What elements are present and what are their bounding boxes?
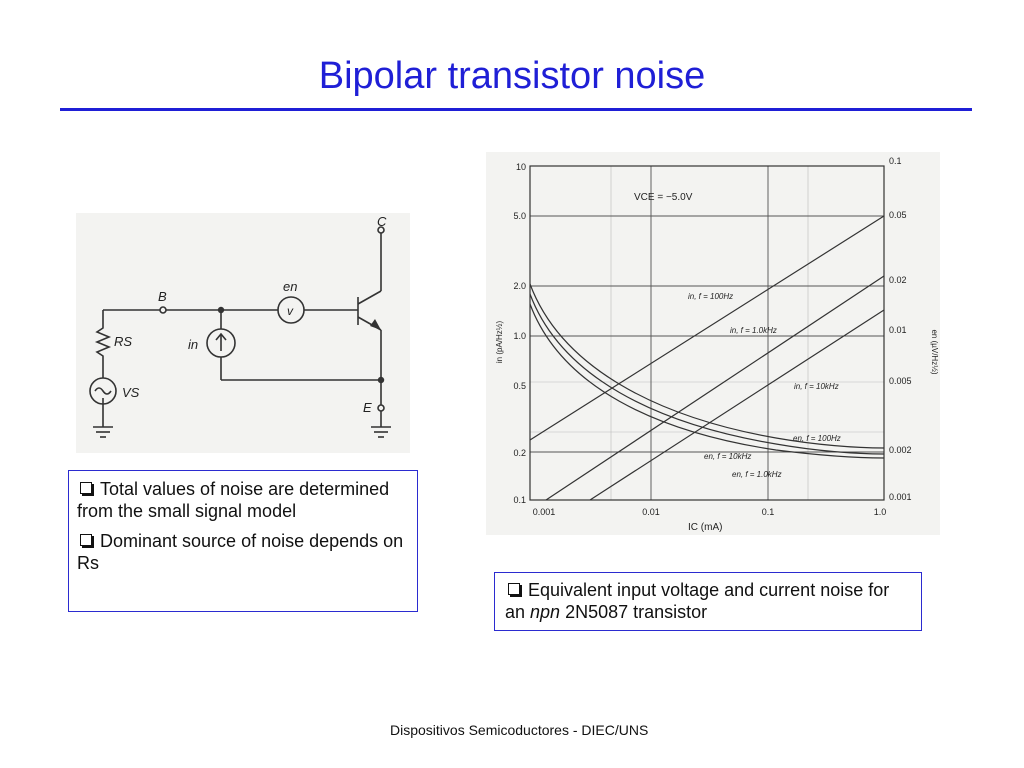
curve-label: in, f = 1.0kHz xyxy=(730,326,777,335)
label-en: en xyxy=(283,279,297,294)
x-tick: 0.01 xyxy=(642,507,660,517)
label-in: in xyxy=(188,337,198,352)
y-right-tick: 0.01 xyxy=(889,325,907,335)
y-left-tick: 0.2 xyxy=(513,448,526,458)
noise-summary-box: Total values of noise are determined fro… xyxy=(68,470,418,612)
checkbox-bullet-icon xyxy=(80,534,92,546)
bullet-text: Total values of noise are determined fro… xyxy=(77,479,390,521)
y-right-tick: 0.001 xyxy=(889,492,912,502)
curve-label: in, f = 100Hz xyxy=(688,292,733,301)
bullet-text: Dominant source of noise depends on Rs xyxy=(77,531,404,573)
curve-label: en, f = 100Hz xyxy=(793,434,841,443)
y-right-tick: 0.002 xyxy=(889,445,912,455)
label-vs: VS xyxy=(122,385,140,400)
x-tick: 0.001 xyxy=(533,507,556,517)
caption-text-before: Equivalent input voltage and current noi… xyxy=(505,580,890,622)
label-c: C xyxy=(377,214,387,229)
noise-graph: 10 5.0 2.0 1.0 0.5 0.2 0.1 0.1 0.05 0.02… xyxy=(486,152,940,535)
bullet-item: Total values of noise are determined fro… xyxy=(77,478,409,522)
y-right-tick: 0.1 xyxy=(889,156,902,166)
y-right-axis-label: en (µV/Hz½) xyxy=(930,329,939,374)
vce-annotation: VCE = −5.0V xyxy=(634,192,693,203)
label-e: E xyxy=(363,400,372,415)
x-tick: 1.0 xyxy=(874,507,887,517)
checkbox-bullet-icon xyxy=(80,482,92,494)
label-b: B xyxy=(158,289,167,304)
y-left-tick: 1.0 xyxy=(513,331,526,341)
y-right-tick: 0.005 xyxy=(889,376,912,386)
noise-model-circuit: C B E RS VS en in v xyxy=(76,213,410,453)
circuit-svg: C B E RS VS en in v xyxy=(89,214,391,438)
y-right-tick: 0.05 xyxy=(889,210,907,220)
y-left-tick: 5.0 xyxy=(513,211,526,221)
caption-text-after: 2N5087 transistor xyxy=(560,602,708,622)
y-right-tick: 0.02 xyxy=(889,275,907,285)
graph-caption-box: Equivalent input voltage and current noi… xyxy=(494,572,922,631)
slide-footer: Dispositivos Semicoductores - DIEC/UNS xyxy=(390,722,649,738)
y-left-axis-label: in (pA/Hz½) xyxy=(495,321,504,364)
y-left-tick: 0.1 xyxy=(513,495,526,505)
y-left-tick: 10 xyxy=(516,162,526,172)
label-rs: RS xyxy=(114,334,132,349)
curve-label: in, f = 10kHz xyxy=(794,382,839,391)
bullet-item: Dominant source of noise depends on Rs xyxy=(77,530,409,574)
caption-text-italic: npn xyxy=(530,602,561,622)
curve-label: en, f = 1.0kHz xyxy=(732,470,782,479)
checkbox-bullet-icon xyxy=(508,583,520,595)
y-left-tick: 2.0 xyxy=(513,281,526,291)
graph-svg: 10 5.0 2.0 1.0 0.5 0.2 0.1 0.1 0.05 0.02… xyxy=(495,156,939,533)
slide-title: Bipolar transistor noise xyxy=(318,55,706,97)
y-left-tick: 0.5 xyxy=(513,381,526,391)
x-axis-label: IC (mA) xyxy=(688,522,722,533)
title-underline xyxy=(60,108,972,111)
meter-symbol: v xyxy=(287,304,294,318)
curve-label: en, f = 10kHz xyxy=(704,452,751,461)
x-tick: 0.1 xyxy=(762,507,775,517)
